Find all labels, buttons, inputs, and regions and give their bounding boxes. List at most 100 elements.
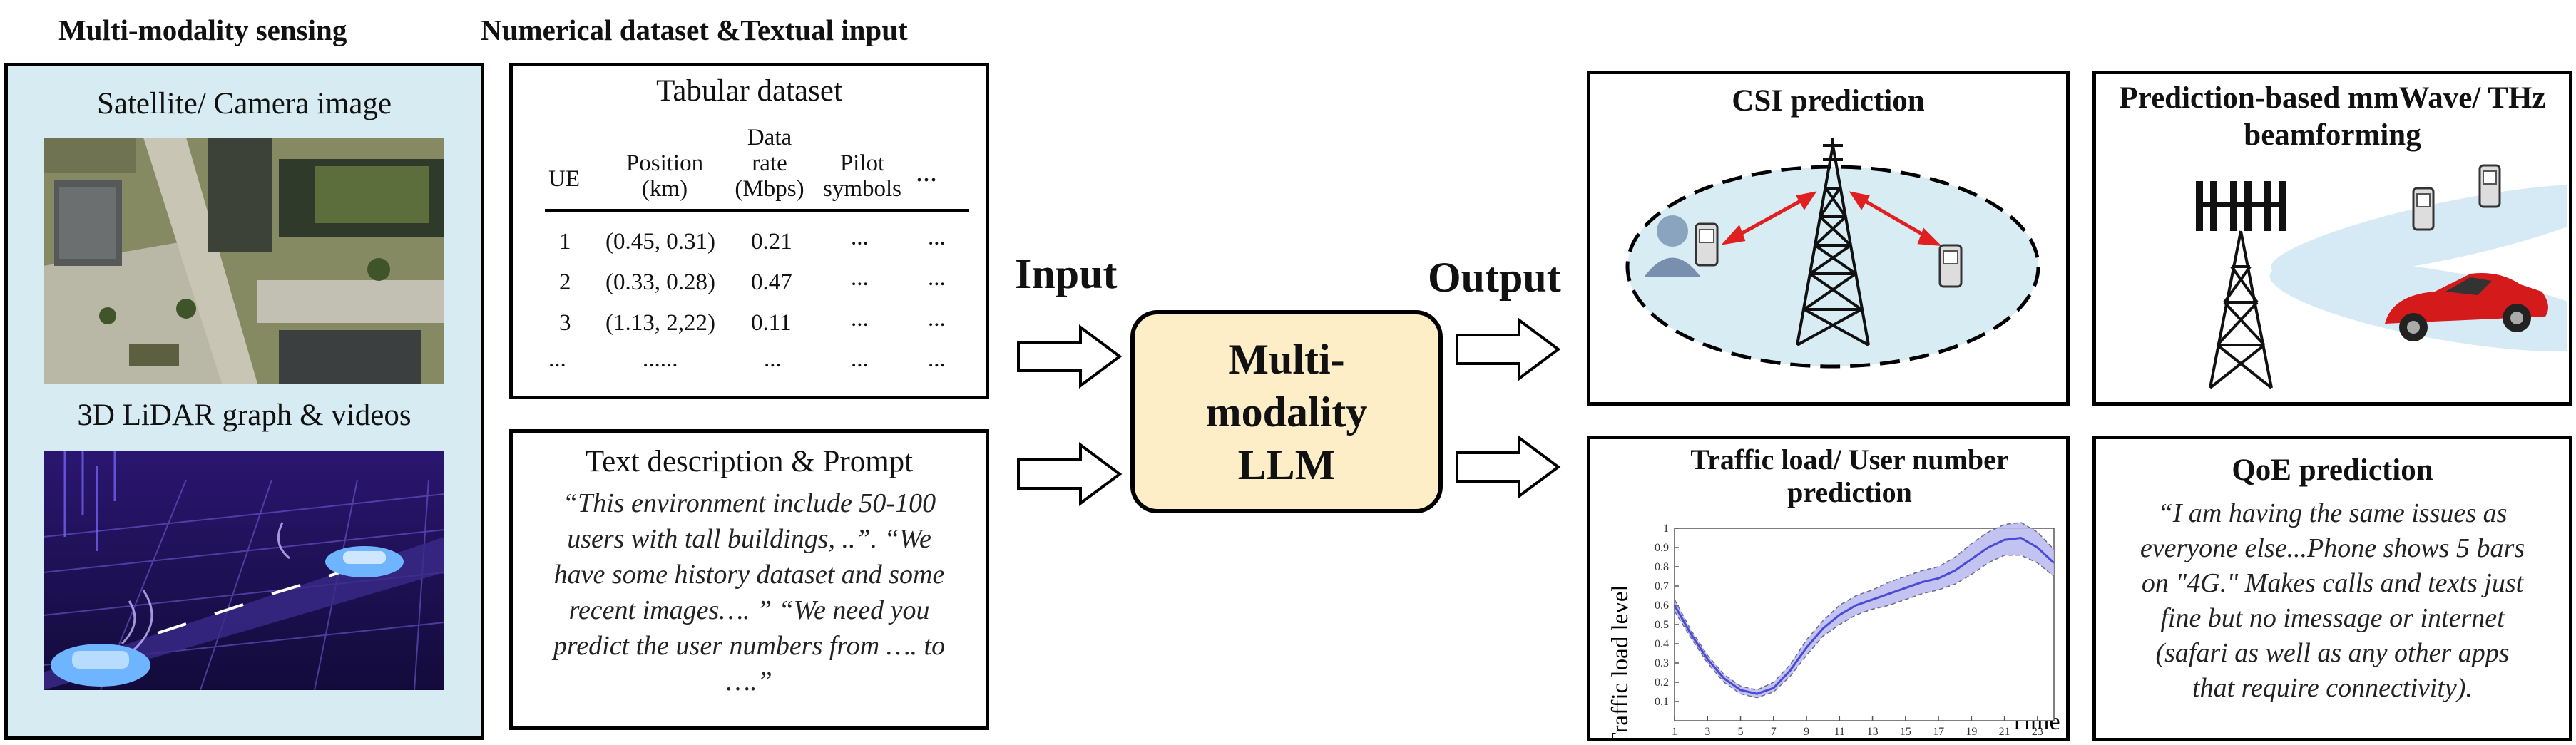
tabular-title: Tabular dataset [656,74,842,108]
phone-icon-right [1938,244,1963,288]
y-tick-label: 0.6 [1655,600,1669,612]
y-tick-label: 1 [1663,523,1669,535]
satellite-label: Satellite/ Camera image [96,87,392,120]
cell: 0.47 [751,269,792,295]
llm-box: Multi-modality LLM [1130,310,1443,513]
confidence-band [1675,522,2054,698]
x-tick-label: 11 [1834,726,1845,738]
x-tick-label: 13 [1867,726,1879,738]
beamforming-illustration [2196,164,2567,389]
cell: 2 [559,269,571,295]
cell: 1 [559,229,571,255]
text-prompt-panel: Text description & Prompt “This environm… [509,429,989,730]
sensing-heading: Multi-modality sensing [58,14,347,46]
output-label: Output [1428,254,1561,301]
table-rule [545,209,969,212]
user-icon [1644,215,1701,277]
cell: ... [851,225,869,250]
output-arrow-bottom [1456,435,1561,499]
col-header-label: ... [916,155,937,187]
traffic-title: Traffic load/ User number prediction [1690,443,2009,508]
csi-arrows [1721,191,1942,247]
x-tick-label: 15 [1900,726,1911,738]
dataset-heading: Numerical dataset &Textual input [481,14,908,46]
csi-panel: CSI prediction [1587,71,2070,406]
tabular-panel: Tabular dataset UE Position (km) Data ra… [509,63,989,399]
col-header-more: ... [916,158,937,186]
col-header-label: Position (km) [625,150,704,202]
x-tick-label: 17 [1933,726,1944,738]
col-header-label: UE [548,166,580,192]
tower-icon [1796,138,1870,346]
col-header-label: Pilot symbols [822,150,902,202]
col-header-label: Data rate (Mbps) [735,125,804,202]
y-tick-label: 0.5 [1655,619,1669,631]
qoe-title: QoE prediction [2232,453,2433,487]
csi-title: CSI prediction [1732,84,1925,118]
col-header-data-rate: Data rate (Mbps) [734,125,805,202]
bound-line-lower [1674,555,2055,699]
cell: ... [928,225,946,250]
phone-icon-1 [2412,187,2435,231]
beamforming-panel: Prediction-based mmWave/ THz beamforming [2092,71,2572,406]
phone-icon-left [1695,222,1719,267]
traffic-panel: Traffic load/ User number prediction Tra… [1587,436,2070,741]
x-tick-label: 5 [1738,726,1744,738]
input-label: Input [1015,250,1118,297]
cell: 3 [559,310,571,336]
cell: ... [764,346,782,372]
phone-icon-2 [2478,164,2501,208]
sensing-panel: Satellite/ Camera image 3D LiDAR graph &… [4,63,484,740]
y-tick-label: 0.8 [1655,561,1669,573]
col-header-pilot: Pilot symbols [819,150,905,202]
satellite-image [44,138,444,384]
y-tick-label: 0.2 [1655,677,1669,689]
cell: ... [928,265,946,291]
lidar-image [44,451,444,690]
x-tick-label: 23 [2032,726,2043,738]
input-arrow-bottom [1017,442,1123,506]
csi-illustration [1625,138,2040,369]
cell: ... [851,306,869,332]
cell: (0.45, 0.31) [605,229,715,255]
x-tick-label: 7 [1771,726,1777,738]
y-tick-label: 0.1 [1655,696,1669,708]
beamforming-title: Prediction-based mmWave/ THz beamforming [2119,81,2546,152]
x-tick-label: 21 [1999,726,2010,738]
cell: 0.11 [751,310,792,336]
tower-icon [2209,230,2273,389]
cell: (1.13, 2,22) [605,310,715,336]
bound-line-upper [1674,522,2055,691]
lidar-label: 3D LiDAR graph & videos [77,399,412,432]
x-tick-label: 9 [1804,726,1809,738]
y-tick-label: 0.3 [1655,657,1669,669]
y-tick-label: 0.9 [1655,542,1669,554]
y-tick-label: 0.7 [1655,580,1669,592]
col-header-position: Position (km) [618,150,711,202]
antenna-array-icon [2196,181,2286,231]
qoe-quote: “I am having the same issues as everyone… [2140,498,2525,703]
x-tick-label: 3 [1704,726,1710,738]
cell: ...... [643,346,678,372]
qoe-panel: QoE prediction “I am having the same iss… [2092,436,2572,741]
cell: ... [548,346,566,372]
text-prompt-quote: “This environment include 50-100 users w… [553,488,946,697]
input-arrow-top [1017,324,1123,389]
cell: ... [928,346,946,372]
y-axis-label: Traffic load level [1608,585,1633,738]
output-arrow-top [1456,317,1561,381]
col-header-ue: UE [548,166,580,192]
series-line [1673,536,2055,695]
x-tick-label: 19 [1966,726,1977,738]
cell: ... [851,265,869,291]
cell: ... [928,306,946,332]
x-tick-label: 1 [1672,726,1677,738]
cell: (0.33, 0.28) [605,269,715,295]
car-icon [2385,273,2548,341]
y-tick-label: 0.4 [1655,638,1669,650]
cell: ... [851,346,869,372]
text-prompt-title: Text description & Prompt [585,445,914,478]
cell: 0.21 [751,229,792,255]
